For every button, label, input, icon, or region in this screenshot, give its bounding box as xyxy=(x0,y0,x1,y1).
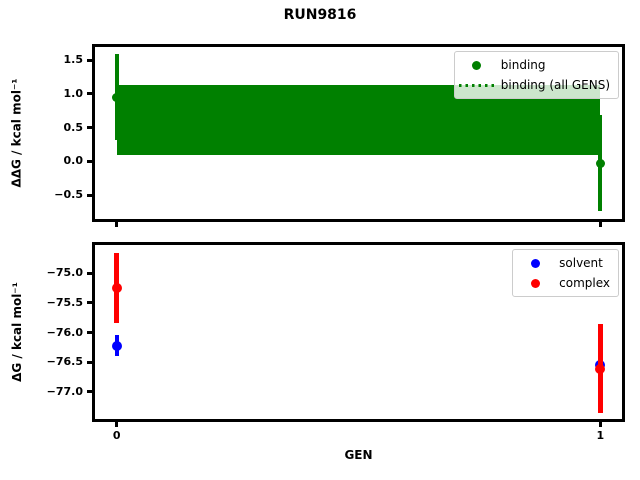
binding-point xyxy=(112,92,122,102)
y-tick-label: −75.5 xyxy=(46,295,83,309)
legend-label-solvent: solvent xyxy=(559,256,603,270)
top-legend: binding binding (all GENS) xyxy=(453,51,619,99)
y-tick-label: 1.0 xyxy=(63,86,84,100)
bottom-plot-area xyxy=(95,245,622,419)
legend-label-complex: complex xyxy=(559,276,610,290)
legend-label-binding: binding xyxy=(500,58,546,72)
figure-title: RUN9816 xyxy=(283,7,357,23)
y-tick xyxy=(87,58,92,62)
y-tick xyxy=(87,126,92,130)
y-tick-label: 0.0 xyxy=(63,154,84,168)
solvent-dot-icon xyxy=(530,258,540,268)
legend-label-binding-all-gens: binding (all GENS) xyxy=(500,78,610,92)
bottom-legend: solvent complex xyxy=(512,249,619,297)
top-axes: binding binding (all GENS) xyxy=(92,44,625,222)
legend-entry-binding-all-gens: binding (all GENS) xyxy=(457,75,610,95)
bottom-axes: solvent complex xyxy=(92,242,625,422)
y-tick xyxy=(87,301,92,305)
x-tick xyxy=(598,422,602,427)
x-tick xyxy=(115,422,119,427)
y-tick-label: −75.0 xyxy=(46,266,83,280)
legend-entry-complex: complex xyxy=(515,273,610,293)
y-tick xyxy=(87,271,92,275)
x-tick xyxy=(115,222,119,227)
legend-entry-binding: binding xyxy=(457,55,610,75)
complex-dot-icon xyxy=(530,278,540,288)
y-tick-label: 0.5 xyxy=(63,120,84,134)
complex-point xyxy=(595,363,606,374)
binding-point xyxy=(595,158,605,168)
y-tick xyxy=(87,390,92,394)
x-axis-label: GEN xyxy=(344,448,373,462)
binding-dot-icon xyxy=(472,60,482,70)
x-tick-label: 0 xyxy=(112,429,121,442)
y-tick-label: −76.5 xyxy=(46,355,83,369)
solvent-point xyxy=(111,340,122,351)
y-tick-label: −77.0 xyxy=(46,384,83,398)
binding-all-gens-dotted-line-icon xyxy=(458,83,495,87)
complex-point xyxy=(111,282,122,293)
y-tick xyxy=(87,331,92,335)
y-tick-label: 1.5 xyxy=(63,53,84,67)
y-tick xyxy=(87,92,92,96)
x-tick xyxy=(598,222,602,227)
y-tick xyxy=(87,193,92,197)
y-tick-label: −76.0 xyxy=(46,325,83,339)
y-tick-label: −0.5 xyxy=(54,188,83,202)
y-tick xyxy=(87,159,92,163)
y-tick xyxy=(87,360,92,364)
legend-entry-solvent: solvent xyxy=(515,253,610,273)
x-tick-label: 1 xyxy=(596,429,605,442)
